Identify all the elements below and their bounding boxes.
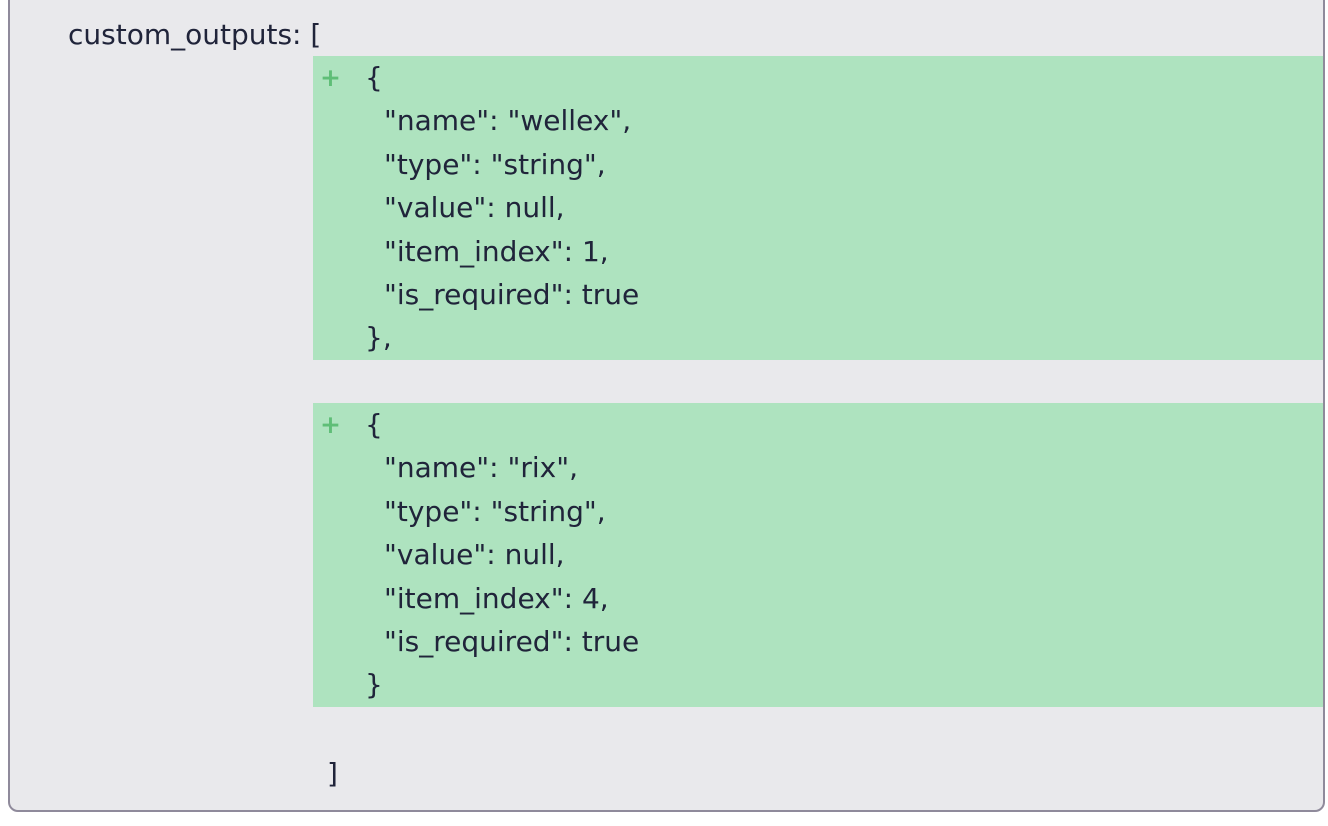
code-line: "name": "rix",: [384, 451, 579, 485]
json-diff-panel: custom_outputs: [ + { "name": "wellex", …: [8, 0, 1325, 812]
code-line: "is_required": true: [384, 624, 640, 658]
code-line: "item_index": 4,: [384, 581, 609, 615]
code-line: "value": null,: [384, 191, 565, 225]
diff-added-plus-icon: +: [320, 63, 341, 92]
array-close-bracket: ]: [327, 757, 338, 790]
code-line: "is_required": true: [384, 277, 640, 311]
code-line: {: [365, 408, 383, 441]
added-json-block-wellex: + { "name": "wellex", "type": "string", …: [313, 56, 1323, 360]
code-line: "value": null,: [384, 538, 565, 572]
code-line: "type": "string",: [384, 494, 606, 528]
added-json-block-rix: + { "name": "rix", "type": "string", "va…: [313, 403, 1323, 707]
code-area: custom_outputs: [ + { "name": "wellex", …: [10, 0, 1323, 810]
code-line: {: [365, 61, 383, 94]
code-line: "type": "string",: [384, 147, 606, 181]
code-line: "name": "wellex",: [384, 104, 632, 138]
code-line: "item_index": 1,: [384, 234, 609, 268]
diff-added-plus-icon: +: [320, 410, 341, 439]
custom-outputs-key-line: custom_outputs: [: [68, 18, 322, 51]
code-line: },: [365, 321, 392, 355]
code-line: }: [365, 668, 383, 702]
